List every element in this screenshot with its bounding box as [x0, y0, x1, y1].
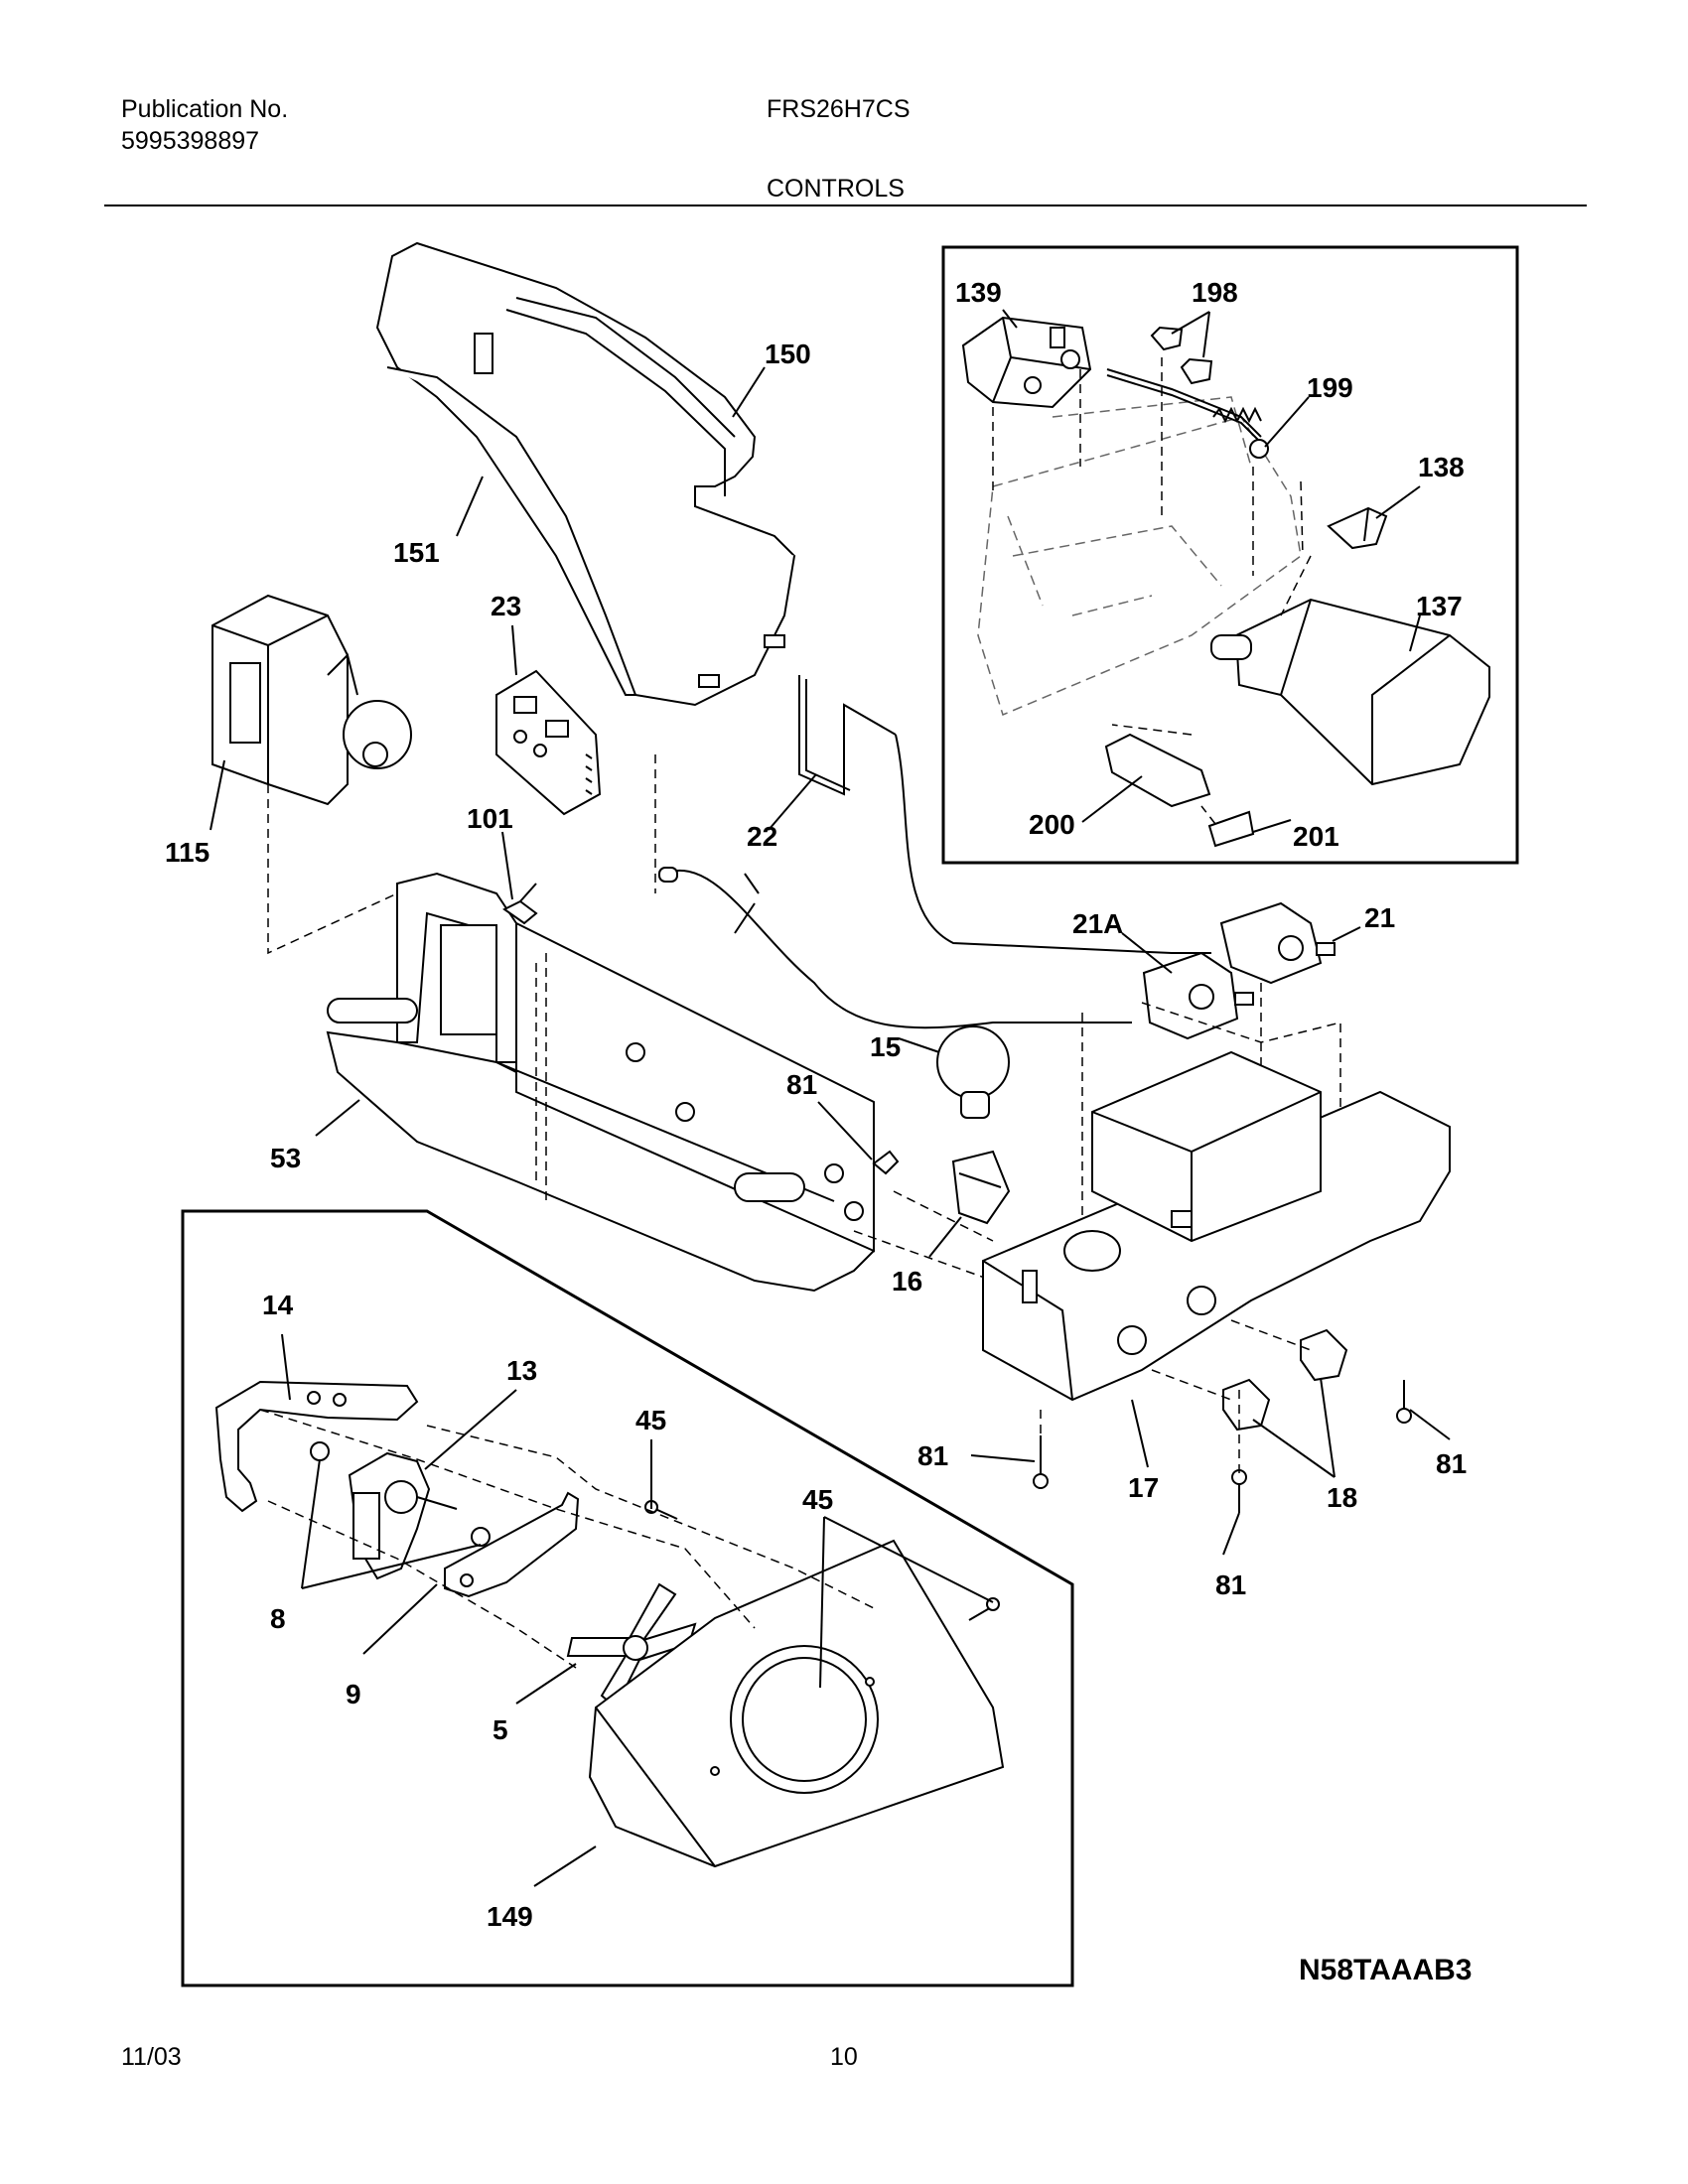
callout-leaders — [210, 309, 1451, 1887]
callout-45-upper: 45 — [635, 1405, 666, 1435]
callout-151: 151 — [393, 537, 440, 568]
callout-115: 115 — [165, 837, 210, 868]
part-9-motor-bracket — [444, 1491, 580, 1598]
part-13-fan-motor — [348, 1451, 458, 1580]
callout-18: 18 — [1327, 1482, 1357, 1513]
part-200-paddle — [1104, 733, 1211, 808]
part-201-pad — [1207, 810, 1255, 848]
part-15-light-bulb — [936, 1025, 1010, 1119]
part-139-switch — [961, 316, 1092, 409]
model-number: FRS26H7CS — [767, 95, 911, 123]
callout-13: 13 — [506, 1355, 537, 1386]
part-14-fan-bracket — [214, 1380, 419, 1513]
callout-138: 138 — [1418, 452, 1465, 482]
callout-101: 101 — [467, 803, 513, 834]
callout-5: 5 — [492, 1714, 508, 1745]
callout-15: 15 — [870, 1031, 901, 1062]
part-21-switch — [1219, 901, 1336, 985]
callout-137: 137 — [1416, 591, 1463, 621]
callout-14: 14 — [262, 1290, 294, 1320]
section-title: CONTROLS — [767, 175, 905, 203]
fan-guide-lines — [259, 1409, 875, 1669]
part-16-light-socket — [951, 1150, 1011, 1225]
inset-guide-lines — [992, 357, 1312, 825]
part-137-dispenser-lever — [1210, 598, 1490, 786]
callout-45-lower: 45 — [802, 1484, 833, 1515]
callout-9: 9 — [346, 1679, 361, 1709]
callout-198: 198 — [1192, 277, 1238, 308]
part-5-fan-blade — [566, 1582, 697, 1709]
part-198-clips — [1106, 326, 1262, 444]
part-81-screws — [872, 1150, 1412, 1513]
callout-21a: 21A — [1072, 908, 1123, 939]
callout-22: 22 — [747, 821, 777, 852]
housing-guide-lines — [267, 754, 994, 1282]
page-number: 10 — [830, 2043, 858, 2071]
callout-139: 139 — [955, 277, 1002, 308]
callout-150: 150 — [765, 339, 811, 369]
publication-label: Publication No. — [121, 95, 289, 123]
callout-199: 199 — [1307, 372, 1353, 403]
part-53-control-housing — [326, 872, 876, 1293]
part-150-151-air-duct — [375, 241, 796, 707]
part-17-light-housing — [982, 1050, 1451, 1402]
callout-21: 21 — [1364, 902, 1395, 933]
part-23-control-board — [495, 669, 602, 816]
callout-81-right: 81 — [1436, 1448, 1467, 1479]
callout-8: 8 — [270, 1603, 286, 1634]
part-18-control-knobs — [1222, 1328, 1348, 1432]
part-138-actuator-tab — [1327, 506, 1388, 550]
part-199-spring — [1212, 406, 1269, 459]
callout-81-left: 81 — [917, 1440, 948, 1471]
footer-date: 11/03 — [121, 2043, 182, 2071]
callout-81-bottom: 81 — [1215, 1570, 1246, 1600]
part-149-fan-shroud — [588, 1539, 1005, 1868]
callout-201: 201 — [1293, 821, 1339, 852]
part-22-thermostat-sensor — [658, 675, 1211, 1029]
part-115-defrost-timer — [211, 594, 412, 806]
publication-number: 5995398897 — [121, 127, 260, 155]
callout-81-upper: 81 — [786, 1069, 817, 1100]
callout-200: 200 — [1029, 809, 1075, 840]
part-21a-switch — [1142, 951, 1254, 1040]
callout-53: 53 — [270, 1143, 301, 1173]
inset-box-fan-assembly — [181, 1209, 1074, 1987]
callout-17: 17 — [1128, 1472, 1159, 1503]
part-101-screw — [502, 883, 538, 925]
header-rule — [104, 205, 1587, 206]
callout-149: 149 — [487, 1901, 533, 1932]
callout-16: 16 — [892, 1266, 922, 1297]
drawing-code: N58TAAAB3 — [1299, 1954, 1472, 1986]
callout-23: 23 — [491, 591, 521, 621]
inset-box-dispenser-switches — [941, 245, 1519, 865]
